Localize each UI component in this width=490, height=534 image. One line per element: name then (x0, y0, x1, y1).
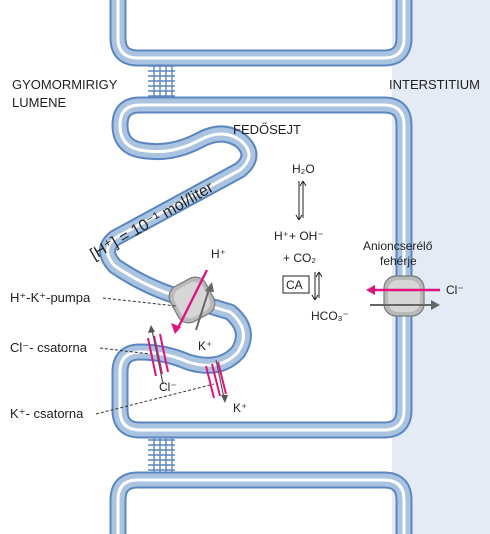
anion-exchanger (366, 275, 440, 317)
cl-channel-leader (99, 347, 151, 355)
k-plus-top-label: K⁺ (198, 339, 212, 353)
h-plus-label: H⁺ (211, 247, 226, 261)
acid-concentration-label: [H⁺] = 10⁻¹ mol/liter (88, 179, 218, 264)
carbonic-anhydrase-box (282, 275, 310, 294)
lumen-label-line2: LUMENE (12, 95, 67, 110)
bicarbonate-label: HCO₃⁻ (311, 309, 349, 323)
h-oh-label: H⁺+ OH⁻ (274, 229, 324, 243)
k-channel-leader (95, 383, 215, 415)
lumen-label-line1: GYOMORMIRIGY (12, 77, 118, 92)
exchanger-label-line2: fehérje (380, 254, 417, 268)
cl-minus-right-label: Cl⁻ (446, 283, 464, 297)
equilibrium-arrows-water (295, 180, 307, 221)
lower-cell-membrane (109, 471, 413, 534)
parietal-cell-membrane (99, 96, 413, 439)
h-plus-flux-arrow (175, 269, 209, 331)
tight-junction-top (148, 65, 175, 100)
cell-label: FEDŐSEJT (233, 122, 301, 137)
water-label: H₂O (292, 162, 315, 176)
cl-channel-label: Cl⁻- csatorna (10, 340, 88, 355)
cl-minus-lumen-label: Cl⁻ (159, 380, 177, 394)
pump-leader (102, 297, 177, 307)
proton-pump (168, 269, 216, 334)
chloride-flux-arrow (148, 325, 164, 385)
potassium-channel (205, 361, 227, 399)
carbonic-anhydrase-label: CA (286, 278, 303, 292)
equilibrium-arrows-ca (311, 271, 323, 301)
potassium-flux-arrow (215, 359, 228, 403)
k-plus-bottom-label: K⁺ (233, 401, 247, 415)
tight-junction-bottom (148, 438, 175, 474)
chloride-channel (147, 333, 169, 377)
upper-cell-membrane (109, 0, 413, 67)
co2-label: + CO₂ (283, 251, 316, 265)
exchanger-label-line1: Anioncserélő (363, 239, 433, 253)
interstitium-label: INTERSTITIUM (389, 77, 480, 92)
k-channel-label: K⁺- csatorna (10, 406, 84, 421)
pump-label: H⁺-K⁺-pumpa (10, 290, 91, 305)
